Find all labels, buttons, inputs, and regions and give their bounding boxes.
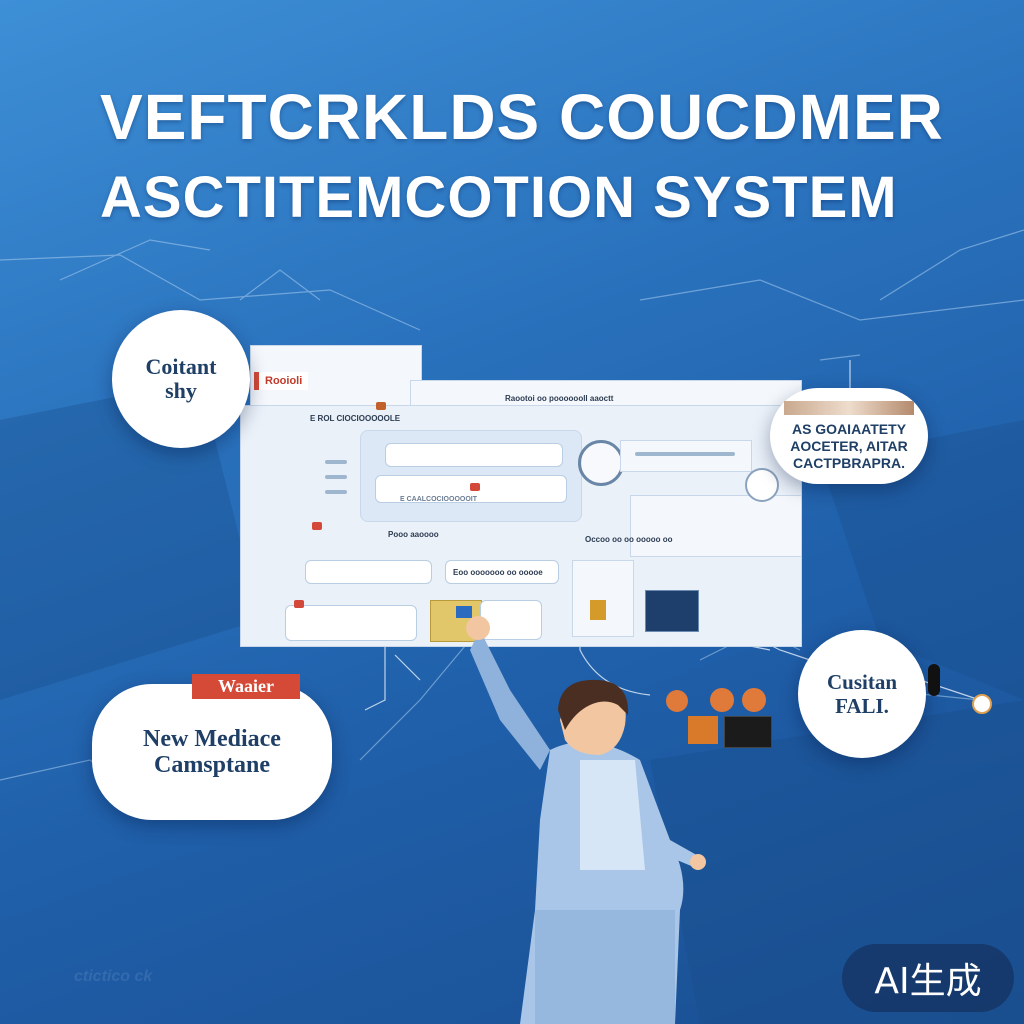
contact-bubble-line-1: Coitant	[145, 354, 217, 379]
orange-node-icon-1	[666, 690, 688, 712]
dashboard-row-b: Occoo oo oo ooooo oo	[585, 535, 673, 544]
custom-bubble-line-2: FALI.	[835, 694, 889, 718]
quality-bubble-line-1: AOCETER, AITAR	[790, 437, 908, 454]
new-media-line-2: Camsptane	[153, 752, 270, 778]
row-marker-icon-2	[294, 600, 304, 608]
row-marker-icon-1	[312, 522, 322, 530]
result-marker-icon	[470, 483, 480, 491]
cart-icon	[745, 468, 779, 502]
person-illustration	[466, 616, 706, 1024]
dashboard-result-bar[interactable]	[375, 475, 567, 503]
list-stripe-1	[325, 460, 347, 464]
dashboard-row-d: Eoo ooooooo oo ooooe	[453, 568, 543, 577]
dashboard-card-2[interactable]	[480, 600, 542, 640]
headline-line-1: VEFTCRKLDS COUCDMER	[100, 81, 944, 153]
dashboard-input-2[interactable]	[445, 560, 559, 584]
custom-bubble-line-1: Cusitan	[826, 670, 898, 694]
dashboard-right-row-1	[620, 440, 752, 472]
wait-tag: Waaier	[192, 674, 300, 699]
magnifier-icon	[578, 440, 624, 486]
custom-bubble: Cusitan FALI.	[798, 630, 926, 758]
list-stripe-3	[325, 490, 347, 494]
dashboard-row-e: E CAALCOCIOOOOOIT	[400, 496, 477, 503]
dashboard-card-1[interactable]	[285, 605, 417, 641]
list-stripe-2	[325, 475, 347, 479]
box-icon	[688, 716, 718, 744]
quality-bubble-header: AS GOAIAATETY	[791, 420, 907, 437]
dashboard-header-label: Raootoi oo pooooooll aaoctt	[505, 394, 614, 403]
status-flag-icon	[376, 402, 386, 410]
dashboard-right-row-2	[630, 495, 802, 557]
quality-bubble-line-2: CACTPBRAPRA.	[793, 454, 905, 471]
ai-generated-watermark: AI生成	[842, 944, 1014, 1012]
dashboard-search-bar[interactable]	[385, 443, 563, 467]
panel-tag: Rooioli	[254, 372, 309, 390]
side-tile-icon	[590, 600, 606, 620]
right-row-1-stripe	[635, 452, 735, 456]
dashboard-input-1[interactable]	[305, 560, 432, 584]
dashboard-row-a: E ROL CIOCIOOOOOLE	[310, 414, 401, 423]
connector-node	[972, 694, 992, 714]
footer-scribble: ctictico ck	[74, 968, 153, 985]
orange-node-icon-2	[710, 688, 734, 712]
quality-bubble-banner	[784, 400, 914, 415]
new-media-bubble: New Mediace Camsptane	[92, 684, 332, 820]
dashboard-side-tile	[572, 560, 634, 637]
device-icon	[724, 716, 772, 748]
chart-tile-icon	[456, 606, 472, 618]
contact-bubble: Coitant shy	[112, 310, 250, 448]
orange-node-icon-3	[742, 688, 766, 712]
quality-bubble: AS GOAIAATETY AOCETER, AITAR CACTPBRAPRA…	[770, 388, 928, 484]
custom-bubble-handle	[928, 664, 940, 696]
headline-line-2: ASCTITEMCOTION SYSTEM	[100, 165, 898, 230]
dashboard-row-c: Pooo aaoooo	[388, 530, 439, 539]
contact-bubble-line-2: shy	[165, 378, 197, 403]
dashboard-dark-tile	[645, 590, 699, 632]
new-media-line-1: New Mediace	[143, 726, 281, 752]
